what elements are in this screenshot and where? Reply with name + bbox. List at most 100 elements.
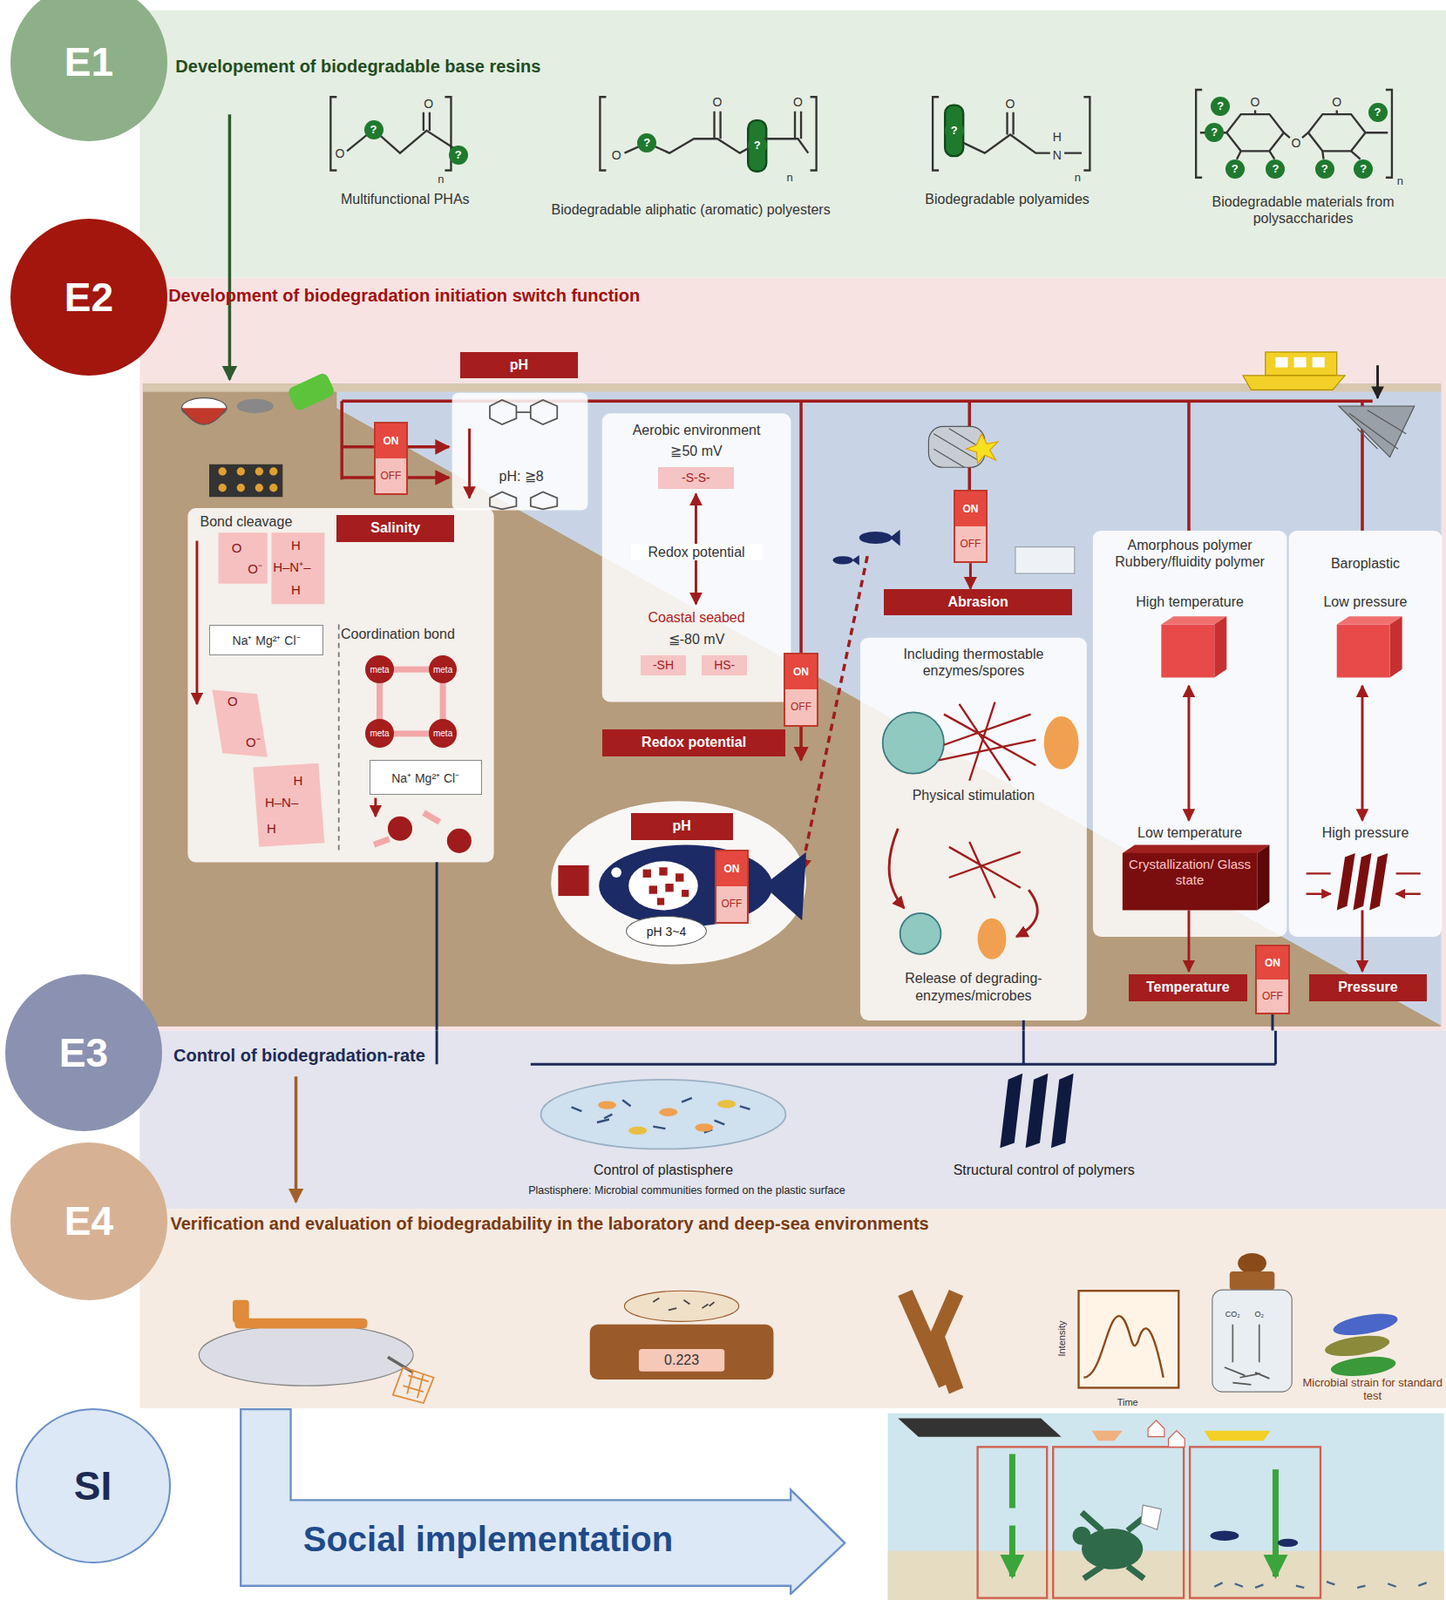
polymer-structures [1308, 114, 1366, 151]
node-text: Coordination bond [340, 625, 492, 643]
node-text: meta [433, 728, 453, 739]
node-text: meta [433, 665, 453, 675]
label-text: H–N– [257, 794, 306, 811]
fish-illustration [657, 897, 665, 905]
formula-marker: ? [1265, 159, 1285, 179]
social-implementation-illustration [1272, 1469, 1279, 1577]
small-fish [852, 555, 860, 566]
salinity-panel-fill [447, 828, 472, 854]
label-text: H [1046, 128, 1067, 144]
polymer-structures [944, 105, 964, 157]
label-text: O [418, 96, 439, 112]
stage-circle: E1 [10, 0, 168, 142]
ph-panel-fill [530, 400, 557, 425]
node-text: Control of biodegradation-rate [173, 1045, 786, 1066]
node-text: OFF [375, 458, 408, 494]
node-text: ≧50 mV [602, 442, 792, 460]
plastisphere-illustration [541, 1079, 787, 1150]
fish-illustration [763, 852, 807, 921]
abrasion-panel-fill [860, 638, 1087, 1021]
social-implementation-illustration [1140, 1505, 1161, 1530]
label-text: O [605, 148, 626, 163]
pressure-panel-fill [1361, 909, 1365, 971]
label-text: O⁻ [237, 734, 269, 751]
on-off-switch: ONOFF [783, 652, 819, 727]
social-implementation-illustration [897, 1418, 1061, 1438]
label-text: H [261, 821, 282, 837]
temperature-panel-fill [1092, 530, 1287, 972]
label-text: O [1244, 95, 1265, 110]
metal-circle: meta [428, 719, 458, 748]
node-text: Redox potential [641, 734, 747, 751]
node-text: meta [369, 728, 389, 739]
abrasion-panel-fill [938, 702, 1036, 781]
abrasion-panel-fill [1044, 716, 1080, 770]
trigger-lines [339, 400, 344, 480]
polymer-structures [599, 96, 816, 170]
trigger-tag: Redox potential [602, 729, 787, 756]
polymer-structures [1200, 109, 1388, 159]
polymer-structures [932, 96, 1090, 170]
social-implementation-illustration [1189, 1446, 1321, 1598]
formula-marker: ? [637, 133, 657, 153]
boat-and-net [1294, 357, 1307, 368]
node-text: Social implementation [303, 1520, 794, 1559]
label-text: O [1285, 135, 1306, 151]
connector [969, 563, 972, 589]
node-text: Low temperature [1092, 824, 1287, 842]
redox-panel: Aerobic environment≧50 mVRedox potential… [602, 413, 792, 702]
lab-illustrations [234, 1318, 367, 1330]
social-implementation-illustration [1204, 1431, 1271, 1442]
stage-band: Developement of biodegradable base resin… [139, 10, 1446, 279]
temperature-panel: Amorphous polymer Rubbery/fluidity polym… [1092, 530, 1287, 937]
lab-illustrations [652, 1297, 714, 1311]
label-text: n [430, 172, 451, 187]
boat-and-net [1349, 410, 1407, 449]
node-text: High temperature [1092, 593, 1287, 611]
salinity-panel-fill [252, 763, 325, 848]
boat-and-net [1242, 352, 1415, 458]
label-text: Time [1097, 1397, 1159, 1409]
plastisphere-illustration [658, 1108, 678, 1117]
arrow-outline [240, 1409, 845, 1595]
stage-band-fill [139, 277, 1446, 1031]
polymer-structures [423, 112, 430, 131]
node-text: OFF [955, 526, 987, 562]
temperature-panel-fill [1160, 624, 1215, 679]
fish-illustration [628, 861, 699, 910]
trigger-lines [1187, 400, 1191, 531]
polymer-structures [747, 120, 767, 172]
temperature-panel-fill [1092, 530, 1287, 937]
node-text: Temperature [1146, 979, 1230, 996]
social-implementation-illustration [888, 1413, 1445, 1600]
node-text: Redox potential [631, 543, 763, 561]
abrasion-panel: Including thermostable enzymes/sporesPhy… [860, 638, 1087, 1021]
plastisphere-illustration [597, 1100, 617, 1109]
label-text: Structural control of polymers [890, 1161, 1197, 1179]
lab-illustrations [1224, 1367, 1270, 1385]
node-text: ON [785, 654, 817, 690]
label-text: O [706, 95, 727, 110]
salinity-panel: Bond cleavageCoordination bondNa⁺ Mg²⁺ C… [187, 508, 494, 863]
lab-illustrations [1083, 1316, 1163, 1379]
lab-illustrations [1229, 1271, 1276, 1290]
polymer-structures [963, 135, 1051, 154]
pressure-panel-fill [1352, 853, 1372, 911]
polymer-structure-bars [1051, 1073, 1074, 1148]
fish-illustration [610, 867, 622, 878]
lab-illustrations [393, 1367, 435, 1404]
pressure-panel-fill [1337, 624, 1391, 679]
formula-marker: ? [364, 120, 384, 140]
lab-illustrations [1079, 1290, 1180, 1388]
social-implementation-illustration [1081, 1512, 1148, 1579]
boat-and-net [1312, 357, 1325, 368]
ph-panel-fill [489, 400, 516, 425]
node-text: Abrasion [948, 594, 1009, 611]
land-icons [286, 372, 336, 413]
trigger-lines [799, 400, 803, 653]
fish-illustration [658, 867, 667, 876]
stage-band: Development of biodegradation initiation… [139, 277, 1446, 1031]
salinity-panel-fill [421, 810, 442, 826]
node-text: Physical stimulation [860, 787, 1087, 804]
